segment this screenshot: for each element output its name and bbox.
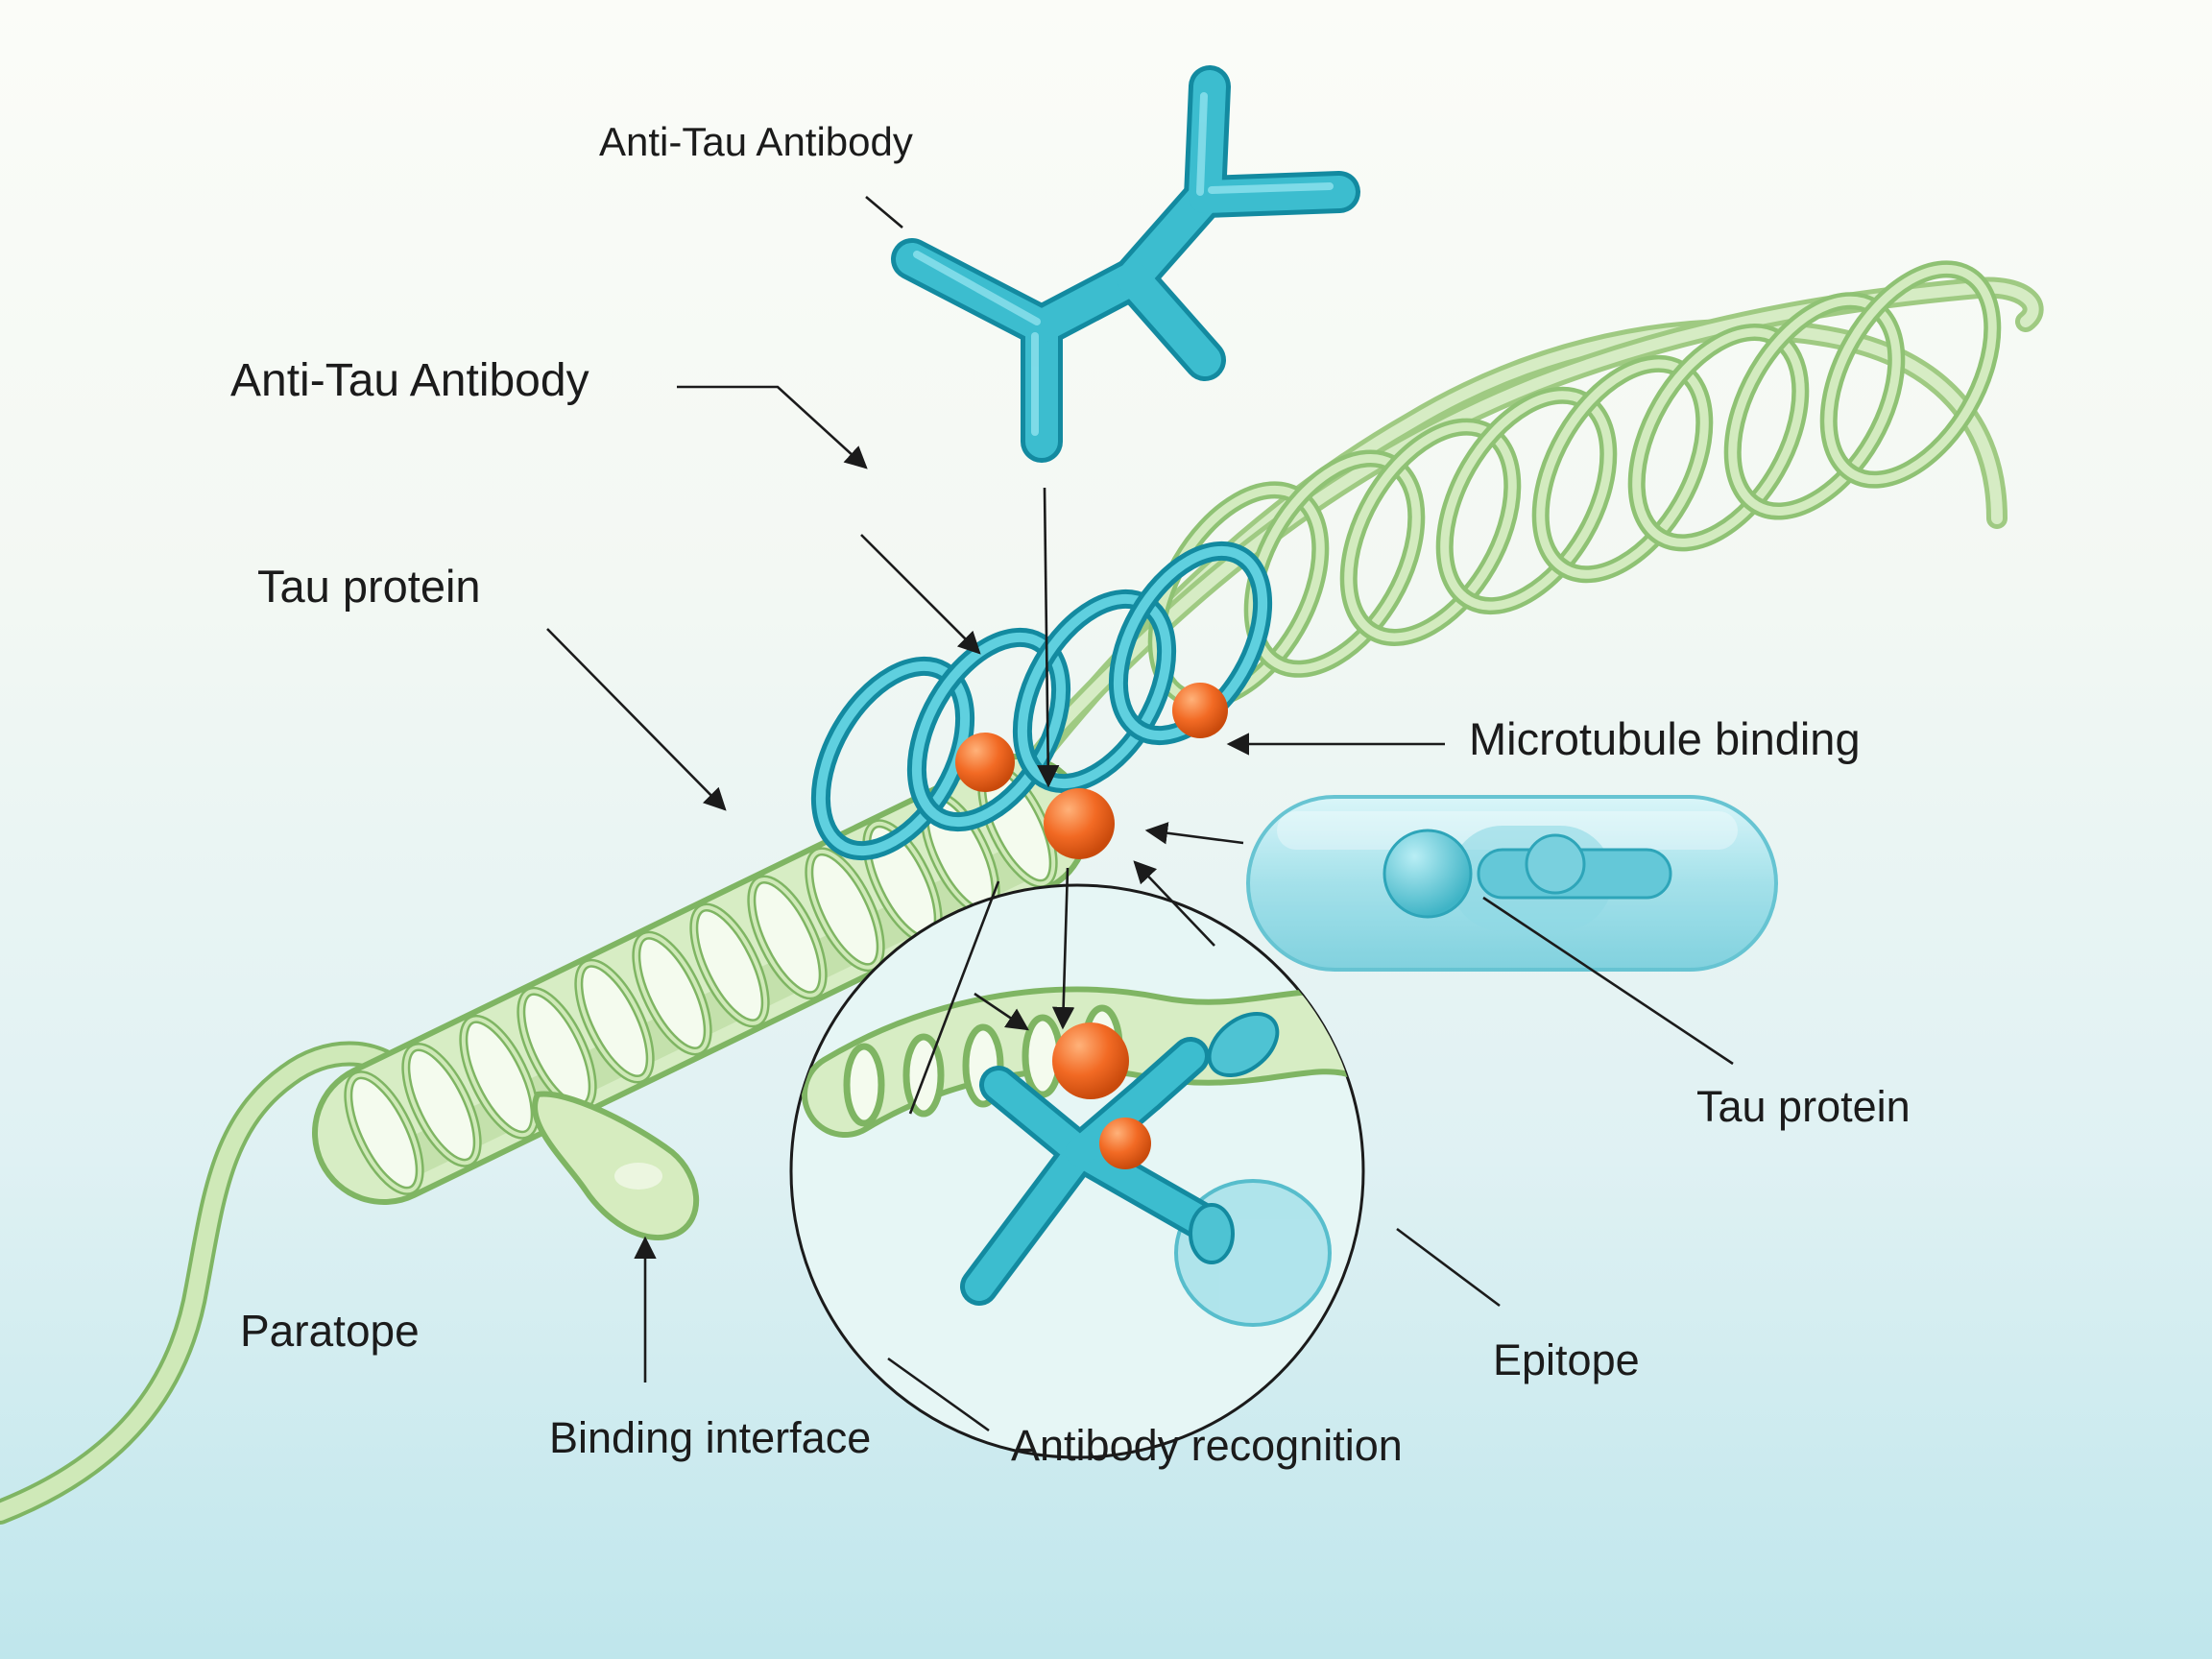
tau-tail <box>0 1045 412 1521</box>
label-paratope: Paratope <box>240 1306 420 1356</box>
zoom-coil-turn <box>843 1043 885 1127</box>
binding-site-3 <box>1172 683 1228 738</box>
anti-tau-antibody-molecule <box>891 65 1360 463</box>
leader-site-right <box>1144 822 1244 845</box>
tau-protein-capsule <box>1246 795 1778 972</box>
tau-coil-turn <box>459 1014 540 1140</box>
leader-antibody-top <box>865 196 903 228</box>
tau-coil-turn <box>747 875 828 1000</box>
leader-tau-right <box>1482 896 1734 1066</box>
teal-helix-loop <box>906 627 1071 832</box>
tau-helix-coils <box>344 763 1058 1195</box>
label-anti-tau-antibody-top: Anti-Tau Antibody <box>599 119 913 164</box>
leader-antibody-left-2 <box>860 534 981 655</box>
tau-coil-turn <box>805 847 885 973</box>
leader-antibody-left <box>677 385 868 469</box>
leader-lines <box>546 196 1734 1432</box>
label-anti-tau-antibody-left: Anti-Tau Antibody <box>230 355 589 406</box>
tau-coil-turn <box>344 1070 424 1195</box>
teal-helix-loop <box>810 656 975 861</box>
label-tau-protein-right: Tau protein <box>1696 1082 1911 1131</box>
label-tau-protein-left: Tau protein <box>257 561 481 612</box>
label-microtubule-binding: Microtubule binding <box>1469 713 1861 764</box>
leader-zoom-in <box>974 992 1029 1031</box>
helix-loop <box>1723 292 1906 520</box>
tau-coil-turn <box>574 958 655 1084</box>
teal-helix-loop <box>1108 541 1273 746</box>
label-antibody-recognition: Antibody recognition <box>1011 1421 1403 1470</box>
tau-coil-turn <box>689 902 770 1028</box>
helix-loop <box>1819 260 2002 489</box>
binding-site-2 <box>1044 788 1115 859</box>
leader-zoom-tangent-left <box>908 880 1000 1115</box>
zoom-binding-site-large <box>1052 1022 1129 1099</box>
zoom-binding-site-small <box>1099 1118 1151 1169</box>
label-binding-interface: Binding interface <box>549 1413 871 1462</box>
leader-epitope <box>1396 1227 1501 1308</box>
leader-antibody-vertical <box>1037 487 1060 788</box>
label-epitope: Epitope <box>1493 1335 1640 1384</box>
tau-coil-turn <box>632 930 712 1056</box>
leader-recognition <box>887 1357 990 1432</box>
helix-loop <box>1339 418 1522 646</box>
binding-site-1 <box>955 733 1015 792</box>
labels: Anti-Tau Antibody Anti-Tau Antibody Tau … <box>230 119 1911 1470</box>
leader-capsule-to-zoom <box>1133 860 1215 947</box>
tau-coil-turn <box>401 1043 482 1167</box>
leader-site-down <box>1051 867 1075 1030</box>
antibody-bound-loops <box>810 541 1273 861</box>
paratope-lobe <box>532 1091 700 1240</box>
helix-loops <box>1147 260 2002 709</box>
microtubule-helix <box>810 260 2044 861</box>
binding-sites <box>955 683 1228 859</box>
zoom-inset <box>789 883 1365 1459</box>
leader-tau-left <box>546 628 727 811</box>
tau-protein-fiber <box>0 754 1090 1525</box>
